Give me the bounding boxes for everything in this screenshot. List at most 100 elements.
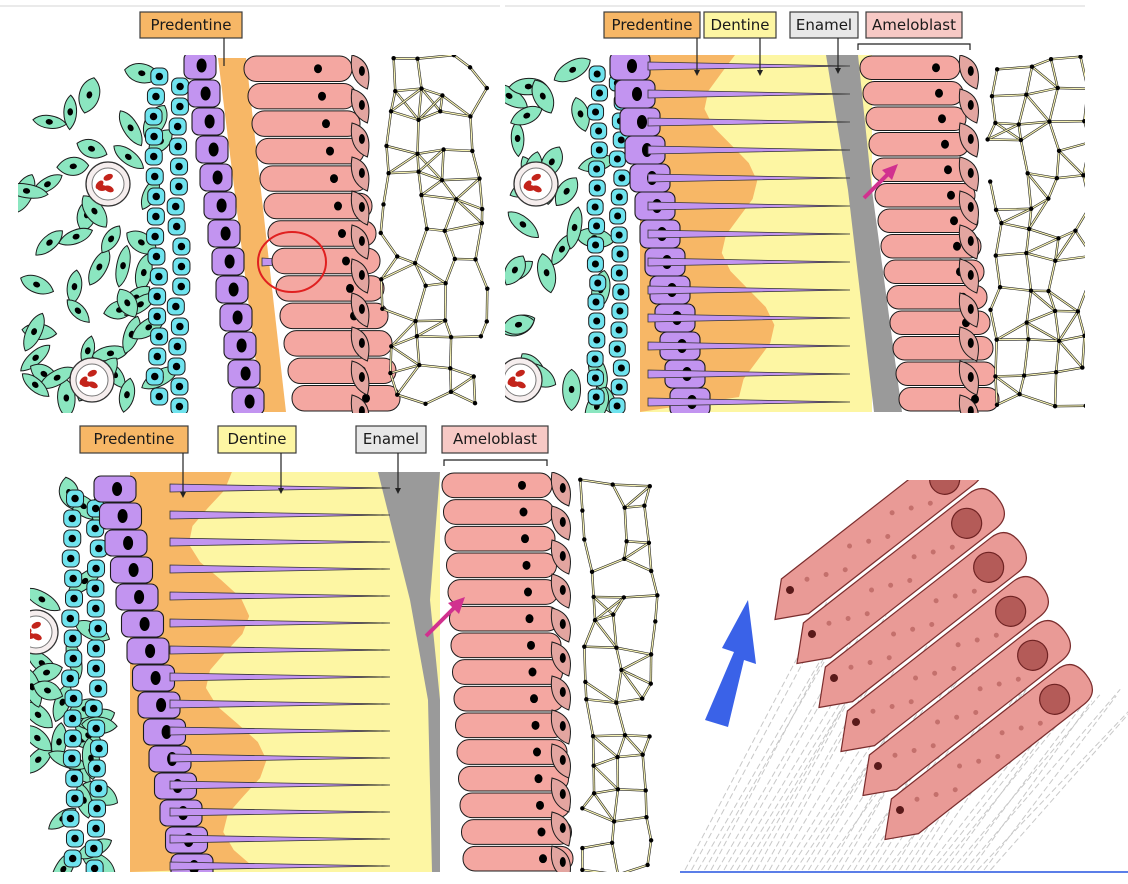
reticulum-node — [480, 221, 484, 225]
reticulum-node — [582, 537, 586, 541]
ameloblast-cell — [451, 633, 561, 658]
reticulum-node — [643, 788, 647, 792]
ameloblast-cell — [869, 133, 969, 157]
reticulum-node — [616, 872, 620, 876]
reticulum-node — [470, 149, 474, 153]
reticulum-node — [454, 197, 458, 201]
reticulum-node — [584, 697, 588, 701]
ameloblast-cell — [284, 331, 392, 356]
reticulum-node — [485, 86, 489, 90]
reticulum-node — [623, 505, 627, 509]
reticulum-node — [1029, 288, 1033, 292]
reticulum-node — [988, 308, 992, 312]
reticulum-node — [477, 176, 481, 180]
reticulum-node — [473, 401, 477, 405]
reticulum-node — [994, 253, 998, 257]
reticulum-node — [380, 307, 384, 311]
ameloblast-cell — [248, 83, 356, 108]
reticulum-node — [485, 286, 489, 290]
reticulum-node — [648, 484, 652, 488]
reticulum-node — [649, 681, 653, 685]
reticulum-node — [485, 319, 489, 323]
reticulum-node — [1057, 339, 1061, 343]
ameloblast-cell — [899, 388, 999, 412]
reticulum-node — [1017, 122, 1021, 126]
ameloblast-cell — [456, 713, 566, 738]
panel-3 — [14, 472, 668, 884]
reticulum-node — [998, 285, 1002, 289]
reticulum-node — [419, 86, 423, 90]
reticulum-node — [441, 147, 445, 151]
reticulum-node — [591, 595, 595, 599]
reticulum-node — [580, 868, 584, 872]
reticulum-node — [415, 152, 419, 156]
reticulum-node — [642, 504, 646, 508]
tomes-process-ameloblasts — [758, 437, 1100, 852]
reticulum-node — [988, 179, 992, 183]
blood-vessel — [14, 610, 58, 654]
reticulum-node — [590, 570, 594, 574]
ameloblast-cell — [448, 580, 558, 605]
ameloblast-cell — [292, 386, 400, 411]
reticulum-node — [995, 403, 999, 407]
reticulum-node — [1081, 173, 1085, 177]
panel-4 — [685, 437, 1128, 870]
reticulum-node — [1019, 138, 1023, 142]
reticulum-node — [384, 144, 388, 148]
svg-text:Dentine: Dentine — [710, 16, 769, 34]
reticulum-node — [1046, 289, 1050, 293]
reticulum-node — [1027, 227, 1031, 231]
reticulum-node — [640, 752, 644, 756]
reticulum-node — [616, 787, 620, 791]
reticulum-node — [622, 557, 626, 561]
reticulum-node — [593, 618, 597, 622]
ameloblast-cell — [863, 82, 963, 106]
reticulum-node — [644, 815, 648, 819]
svg-text:Predentine: Predentine — [151, 16, 232, 34]
reticulum-node — [619, 668, 623, 672]
reticulum-node — [452, 53, 456, 57]
reticulum-node — [1025, 320, 1029, 324]
reticulum-node — [1017, 392, 1021, 396]
blood-vessels — [14, 610, 58, 654]
reticulum-node — [1054, 370, 1058, 374]
reticulum-node — [443, 318, 447, 322]
reticulum-node — [1053, 309, 1057, 313]
ameloblast-cell — [280, 303, 388, 328]
reticulum-node — [622, 595, 626, 599]
reticulum-node — [1078, 55, 1082, 59]
reticulum-node — [580, 508, 584, 512]
reticulum-node — [417, 363, 421, 367]
reticulum-node — [1053, 259, 1057, 263]
reticulum-node — [425, 227, 429, 231]
stratum-intermedium — [959, 55, 978, 429]
reticulum-node — [1086, 87, 1090, 91]
reticulum-node — [381, 202, 385, 206]
reticulum-node — [591, 763, 595, 767]
reticulum-node — [591, 734, 595, 738]
ameloblast-cell — [453, 660, 563, 685]
reticulum-node — [423, 284, 427, 288]
reticulum-node — [480, 207, 484, 211]
reticulum-node — [1082, 119, 1086, 123]
reticulum-node — [615, 755, 619, 759]
reticulum-node — [391, 56, 395, 60]
reticulum-node — [985, 137, 989, 141]
svg-text:Predentine: Predentine — [94, 430, 175, 448]
reticulum-node — [624, 539, 628, 543]
reticulum-node — [995, 67, 999, 71]
reticulum-node — [423, 402, 427, 406]
reticulum-node — [416, 118, 420, 122]
reticulum-node — [1049, 57, 1053, 61]
reticulum-node — [610, 841, 614, 845]
reticulum-node — [611, 612, 615, 616]
reticulum-node — [990, 94, 994, 98]
reticulum-node — [386, 171, 390, 175]
reticulum-node — [993, 374, 997, 378]
panel-2 — [487, 52, 1094, 430]
reticulum-node — [1055, 176, 1059, 180]
reticulum-node — [1026, 337, 1030, 341]
reticulum-node — [1088, 203, 1092, 207]
svg-text:Ameloblast: Ameloblast — [872, 16, 956, 34]
